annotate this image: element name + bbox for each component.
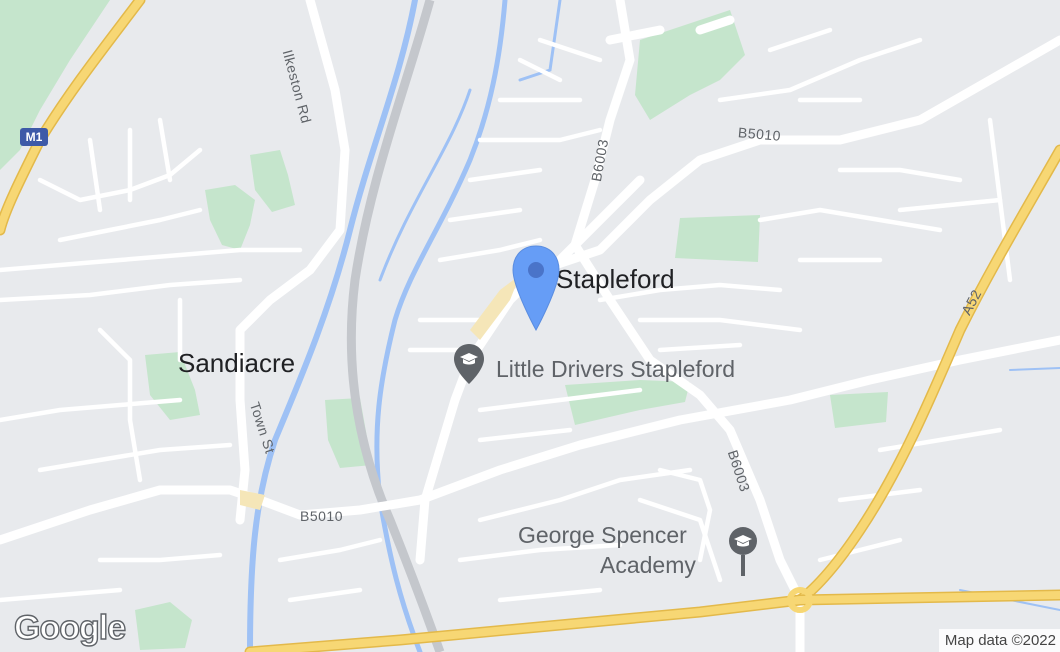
park-areas bbox=[0, 0, 888, 650]
poi-label-george-spencer-line1[interactable]: George Spencer bbox=[518, 522, 687, 548]
poi-label-george-spencer-line2[interactable]: Academy bbox=[600, 552, 696, 578]
school-cap-icon[interactable] bbox=[452, 342, 486, 386]
location-pin-icon[interactable] bbox=[511, 244, 561, 332]
place-label-sandiacre: Sandiacre bbox=[178, 348, 296, 378]
poi-label-little-drivers[interactable]: Little Drivers Stapleford bbox=[496, 356, 736, 382]
school-cap-icon[interactable] bbox=[726, 520, 760, 578]
place-label-stapleford: Stapleford bbox=[556, 264, 675, 294]
google-logo[interactable]: Google bbox=[13, 608, 127, 647]
road-label-b5010-west: B5010 bbox=[300, 508, 343, 524]
rivers bbox=[247, 0, 1060, 652]
m1-shield: M1 bbox=[20, 128, 48, 146]
map-attribution[interactable]: Map data ©2022 bbox=[938, 629, 1060, 652]
